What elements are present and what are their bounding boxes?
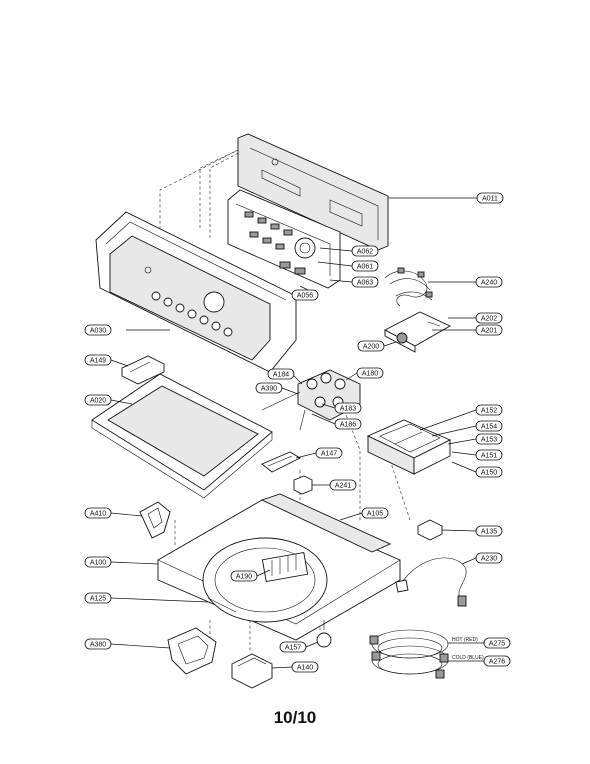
svg-text:A186: A186 — [340, 422, 356, 429]
svg-text:A184: A184 — [273, 372, 289, 379]
panel-buttons — [151, 291, 233, 337]
callout-a153: A153 — [475, 433, 503, 445]
callout-a140: A140 — [291, 661, 319, 673]
callout-a030: A030 — [84, 324, 112, 336]
svg-text:A011: A011 — [482, 196, 498, 203]
balance-ring-part — [167, 627, 217, 675]
svg-text:A390: A390 — [261, 386, 277, 393]
power-cord-part — [395, 557, 467, 607]
callout-a020: A020 — [84, 394, 112, 406]
svg-text:A152: A152 — [481, 408, 497, 415]
svg-text:A200: A200 — [363, 344, 379, 351]
svg-text:A105: A105 — [367, 511, 383, 518]
callout-a125: A125 — [84, 592, 112, 604]
svg-text:A190: A190 — [236, 574, 252, 581]
svg-text:A135: A135 — [481, 529, 497, 536]
callout-a149: A149 — [84, 354, 112, 366]
leader-lines — [110, 197, 484, 669]
clip-part — [417, 519, 443, 541]
dispenser-part — [366, 419, 452, 475]
control-panel-part — [95, 211, 297, 373]
inlet-hoses-part — [369, 629, 449, 679]
svg-text:A150: A150 — [481, 470, 497, 477]
callout-a061: A061 — [351, 260, 379, 272]
svg-text:A183: A183 — [340, 406, 356, 413]
wire-harness-part — [384, 267, 433, 307]
svg-text:A153: A153 — [481, 437, 497, 444]
bleach-cup-part — [139, 501, 171, 539]
callout-a240: A240 — [475, 276, 503, 288]
callout-a186: A186 — [334, 418, 362, 430]
svg-text:A157: A157 — [285, 645, 301, 652]
callout-a241: A241 — [329, 479, 357, 491]
callout-a135: A135 — [475, 525, 503, 537]
svg-text:A151: A151 — [481, 453, 497, 460]
callout-a147: A147 — [315, 447, 343, 459]
pcb-buttons — [244, 211, 293, 250]
callout-a150: A150 — [475, 466, 503, 478]
svg-text:A240: A240 — [481, 280, 497, 287]
callout-a202: A202 — [475, 312, 503, 324]
svg-text:A147: A147 — [321, 451, 337, 458]
svg-text:A030: A030 — [90, 328, 106, 335]
callout-a152: A152 — [475, 404, 503, 416]
svg-text:A062: A062 — [357, 249, 373, 256]
callout-a151: A151 — [475, 449, 503, 461]
callout-a200: A200 — [357, 340, 385, 352]
svg-text:A230: A230 — [481, 556, 497, 563]
callout-a180: A180 — [356, 367, 384, 379]
svg-text:A063: A063 — [357, 280, 373, 287]
svg-text:A201: A201 — [481, 328, 497, 335]
callout-a062: A062 — [351, 245, 379, 257]
pressure-switch-part — [384, 311, 451, 353]
switch-part — [231, 653, 273, 689]
hinge-part — [261, 451, 301, 473]
callout-a100: A100 — [84, 556, 112, 568]
svg-text:A410: A410 — [90, 511, 106, 518]
small-cap-part — [293, 475, 313, 495]
svg-text:A056: A056 — [297, 293, 313, 300]
callout-a011: A011 — [476, 192, 504, 204]
callout-a276: A276 — [483, 655, 511, 667]
callout-a183: A183 — [334, 402, 362, 414]
callout-a184: A184 — [267, 368, 295, 380]
svg-text:A275: A275 — [489, 641, 505, 648]
callout-a190: A190 — [230, 570, 258, 582]
callout-a380: A380 — [84, 638, 112, 650]
svg-text:A202: A202 — [481, 316, 497, 323]
svg-text:A100: A100 — [90, 560, 106, 567]
svg-text:A140: A140 — [297, 665, 313, 672]
svg-text:A241: A241 — [335, 483, 351, 490]
svg-text:A276: A276 — [489, 659, 505, 666]
hose-note-hot: HOT (RED) — [452, 637, 478, 643]
knob-part — [316, 620, 332, 648]
hose-note-cold: COLD (BLUE) — [452, 655, 484, 661]
callout-a157: A157 — [279, 641, 307, 653]
callout-a275: A275 — [483, 637, 511, 649]
page-number: 10/10 — [273, 708, 317, 727]
callout-a410: A410 — [84, 507, 112, 519]
callout-a154: A154 — [475, 420, 503, 432]
callout-a063: A063 — [351, 276, 379, 288]
bracket-part — [121, 355, 165, 385]
rear-panel-part — [237, 133, 389, 251]
svg-text:A061: A061 — [357, 264, 373, 271]
svg-text:A149: A149 — [90, 358, 106, 365]
control-pcb-part — [227, 189, 341, 289]
callout-a056: A056 — [291, 289, 319, 301]
callouts: A011 A062 A061 A063 A056 A240 A030 A202 … — [84, 192, 511, 673]
callout-a201: A201 — [475, 324, 503, 336]
svg-text:A125: A125 — [90, 596, 106, 603]
top-cover-part — [157, 493, 401, 641]
callout-a105: A105 — [361, 507, 389, 519]
svg-text:A180: A180 — [362, 371, 378, 378]
callout-a230: A230 — [475, 552, 503, 564]
lid-part — [91, 373, 273, 499]
svg-text:A154: A154 — [481, 424, 497, 431]
callout-a390: A390 — [255, 382, 283, 394]
svg-text:A380: A380 — [90, 642, 106, 649]
svg-text:A020: A020 — [90, 398, 106, 405]
